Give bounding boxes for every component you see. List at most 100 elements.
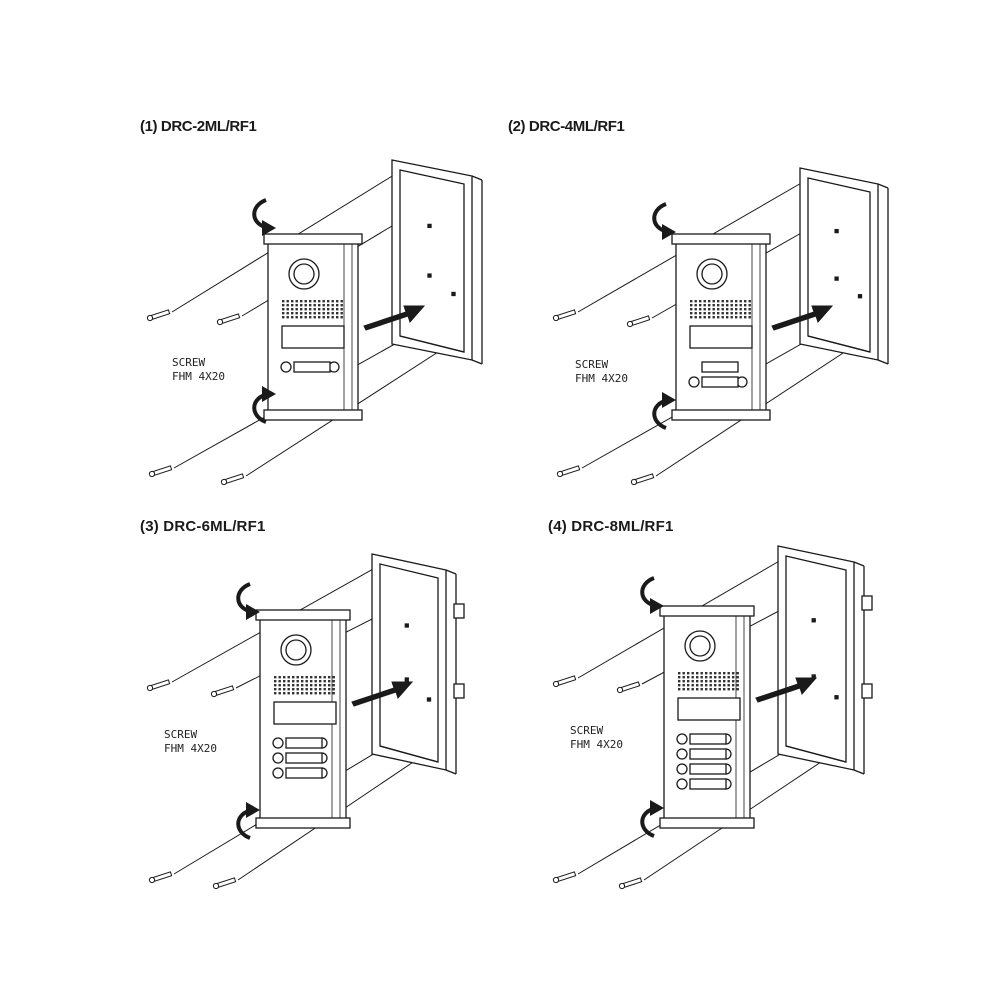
screw-icon (618, 877, 643, 890)
grille-dot (322, 316, 325, 319)
grille-dot (726, 300, 729, 303)
screw-head (210, 690, 218, 698)
screw-head (552, 876, 560, 884)
screw-head (626, 320, 634, 328)
grille-dot (730, 308, 733, 311)
grille-dot (703, 304, 706, 307)
grille-dot (282, 300, 285, 303)
grille-dot (691, 688, 694, 691)
grille-dot (327, 304, 330, 307)
grille-dot (735, 312, 738, 315)
grille-dot (336, 316, 339, 319)
grille-dot (691, 680, 694, 683)
call-button-left (272, 767, 284, 779)
call-button-left (676, 778, 688, 790)
grille-dot (744, 308, 747, 311)
call-button-left (676, 733, 688, 745)
grille-dot (723, 688, 726, 691)
plate-top-bracket (255, 609, 351, 621)
grille-dot (310, 684, 313, 687)
grille-dot (295, 312, 298, 315)
screw-icon (626, 315, 651, 328)
grille-dot (328, 688, 331, 691)
grille-dot (723, 676, 726, 679)
back-box-inner (399, 169, 465, 353)
screw-head (148, 470, 156, 478)
grille-dot (744, 304, 747, 307)
grille-dot (323, 680, 326, 683)
grille-dot (694, 312, 697, 315)
screw-head (146, 684, 154, 692)
grille-dot (687, 676, 690, 679)
grille-dot (309, 304, 312, 307)
grille-dot (718, 676, 721, 679)
grille-dot (691, 676, 694, 679)
box-clip (453, 683, 465, 699)
grille-dot (313, 300, 316, 303)
grille-dot (319, 692, 322, 695)
grille-dot (739, 300, 742, 303)
plate-top-bracket (263, 233, 363, 245)
box-clip (861, 595, 873, 611)
grille-dot (744, 312, 747, 315)
screw-label-spec: FHM 4X20 (575, 372, 628, 385)
grille-dot (327, 300, 330, 303)
rotate-arrow-head (262, 220, 276, 236)
call-button-left (272, 752, 284, 764)
grille-dot (287, 692, 290, 695)
grille-dot (700, 680, 703, 683)
grille-dot (717, 304, 720, 307)
grille-dot (304, 312, 307, 315)
grille-dot (732, 688, 735, 691)
grille-dot (699, 304, 702, 307)
grille-dot (703, 316, 706, 319)
screw-head (552, 680, 560, 688)
grille-dot (304, 308, 307, 311)
grille-dot (696, 676, 699, 679)
grille-dot (287, 684, 290, 687)
panel-title: (2) DRC-4ML/RF1 (508, 118, 625, 135)
grille-dot (694, 300, 697, 303)
grille-dot (332, 676, 335, 679)
speaker-grille (274, 676, 335, 695)
grille-dot (295, 308, 298, 311)
grille-dot (309, 308, 312, 311)
grille-dot (340, 312, 343, 315)
grille-dot (732, 684, 735, 687)
grille-dot (283, 676, 286, 679)
panel-drawing (552, 545, 873, 890)
grille-dot (296, 684, 299, 687)
grille-dot (748, 312, 751, 315)
call-button-left (272, 737, 284, 749)
grille-dot (694, 308, 697, 311)
screw-icon (212, 877, 237, 890)
insert-arrow-icon (351, 681, 414, 707)
grille-dot (296, 688, 299, 691)
screw-head (630, 478, 638, 486)
grille-dot (274, 692, 277, 695)
grille-dot (712, 316, 715, 319)
grille-dot (723, 680, 726, 683)
screw-head (618, 882, 626, 890)
grille-dot (717, 312, 720, 315)
grille-dot (282, 308, 285, 311)
grille-dot (300, 304, 303, 307)
grille-dot (735, 308, 738, 311)
back-box-edge (877, 359, 889, 365)
grille-dot (712, 300, 715, 303)
screw-icon (556, 465, 581, 478)
rotate-arrow-head (662, 224, 676, 240)
grille-dot (732, 680, 735, 683)
grille-dot (727, 672, 730, 675)
grille-dot (304, 304, 307, 307)
front-plate (659, 605, 755, 829)
grille-dot (714, 676, 717, 679)
grille-dot (332, 684, 335, 687)
grille-dot (718, 680, 721, 683)
box-hole (451, 291, 456, 297)
grille-dot (708, 308, 711, 311)
grille-dot (736, 676, 739, 679)
screw-head (216, 318, 224, 326)
